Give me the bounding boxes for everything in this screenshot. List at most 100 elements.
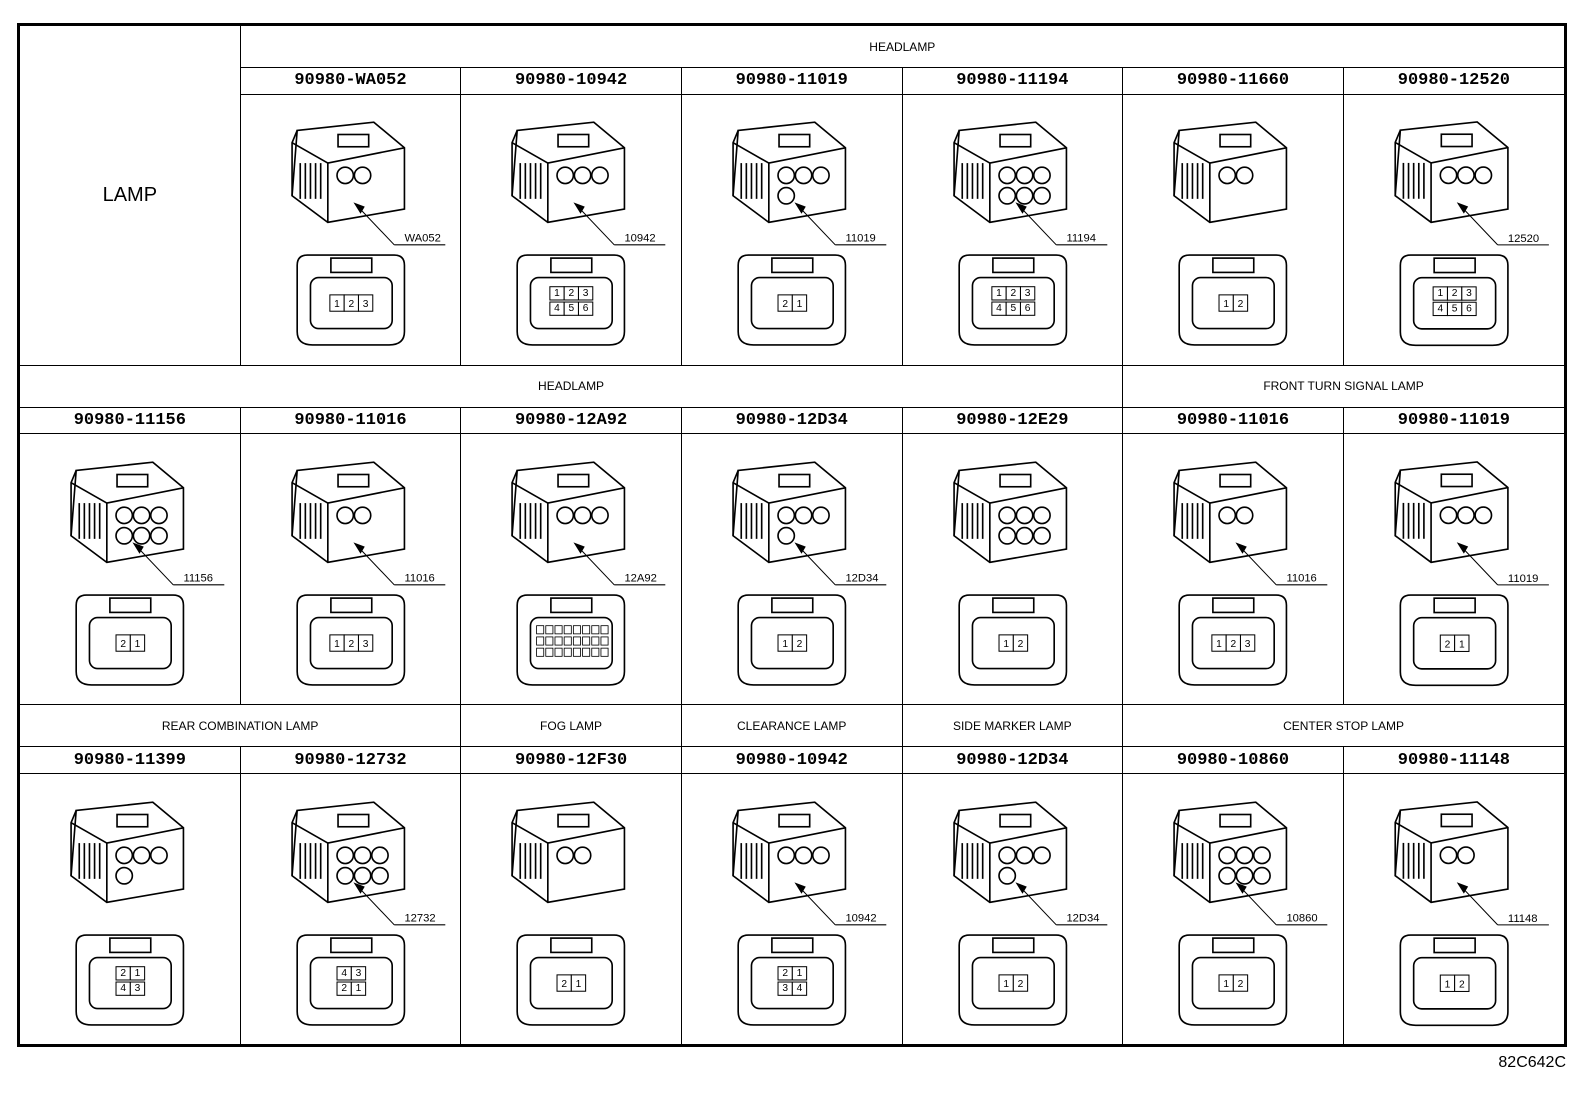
pin-number: 3	[362, 639, 368, 650]
pin-number: 1	[334, 299, 340, 310]
part-number: 90980-12520	[1342, 67, 1566, 95]
pin-number: 3	[782, 983, 788, 994]
connector-drawing: 12A92	[511, 461, 666, 686]
callout-label: 11148	[1508, 912, 1538, 924]
connector-body	[1173, 800, 1288, 903]
connector-body	[1394, 800, 1509, 903]
pin-number: 4	[554, 303, 560, 314]
connector-body	[1394, 460, 1509, 564]
pin-number: 1	[135, 967, 141, 978]
connector-body	[732, 121, 847, 224]
pin-number: 2	[120, 639, 126, 650]
pin-number: 4	[996, 303, 1002, 314]
part-number: 90980-11148	[1342, 746, 1566, 775]
group-label: SIDE MARKER LAMP	[901, 704, 1124, 748]
part-number: 90980-10942	[680, 746, 903, 775]
pin-number: 4	[120, 983, 126, 994]
pin-number: 2	[1010, 288, 1016, 299]
callout-label: 11019	[845, 233, 875, 245]
part-number: 90980-10860	[1122, 746, 1344, 775]
part-number: 90980-10942	[460, 67, 682, 95]
callout-label: 11156	[183, 573, 213, 585]
pin-number: 2	[782, 967, 788, 978]
callout-label: 11194	[1066, 233, 1096, 245]
pin-number: 4	[1437, 304, 1443, 315]
pin-number: 2	[562, 979, 568, 990]
pin-number: 1	[797, 299, 803, 310]
callout-label: WA052	[404, 233, 440, 245]
pin-number: 2	[1017, 979, 1023, 990]
part-number: 90980-12A92	[460, 406, 682, 435]
connector-body	[952, 800, 1067, 903]
pin-number: 2	[1017, 639, 1023, 650]
pin-number: 1	[1223, 979, 1229, 990]
connector-body	[511, 461, 626, 564]
pin-number: 1	[797, 967, 803, 978]
pin-number: 2	[1231, 639, 1237, 650]
pin-number: 2	[341, 983, 347, 994]
pin-number: 6	[583, 303, 589, 314]
pin-number: 2	[1238, 299, 1244, 310]
callout-label: 12732	[404, 912, 435, 924]
pin-number: 3	[362, 299, 368, 310]
connector-body	[511, 121, 626, 224]
pin-number: 1	[334, 639, 340, 650]
pin-number: 3	[135, 983, 141, 994]
pin-number: 3	[1024, 288, 1030, 299]
callout-label: 11019	[1508, 573, 1538, 585]
part-number: 90980-12F30	[460, 746, 682, 775]
pin-number: 2	[348, 299, 354, 310]
part-number: 90980-12D34	[680, 406, 903, 435]
pin-number: 6	[1466, 304, 1472, 315]
pin-number: 3	[1466, 288, 1472, 299]
pin-number: 3	[1245, 639, 1251, 650]
pin-number: 1	[782, 639, 788, 650]
pin-number: 5	[1010, 303, 1016, 314]
group-label: REAR COMBINATION LAMP	[18, 704, 462, 748]
connector-body	[732, 461, 847, 564]
callout-label: 10942	[625, 233, 656, 245]
pin-number: 1	[576, 979, 582, 990]
group-label: HEADLAMP	[239, 24, 1566, 69]
pin-number: 2	[120, 967, 126, 978]
part-number: 90980-11019	[1342, 406, 1566, 435]
pin-number: 2	[1444, 639, 1450, 650]
part-number: 90980-11156	[19, 406, 241, 435]
callout-label: 12520	[1508, 233, 1539, 245]
group-label: CENTER STOP LAMP	[1122, 704, 1565, 748]
pin-number: 1	[1459, 639, 1465, 650]
pin-number: 1	[1444, 979, 1450, 990]
part-number: 90980-11660	[1122, 67, 1344, 95]
connector-body	[1173, 121, 1288, 224]
